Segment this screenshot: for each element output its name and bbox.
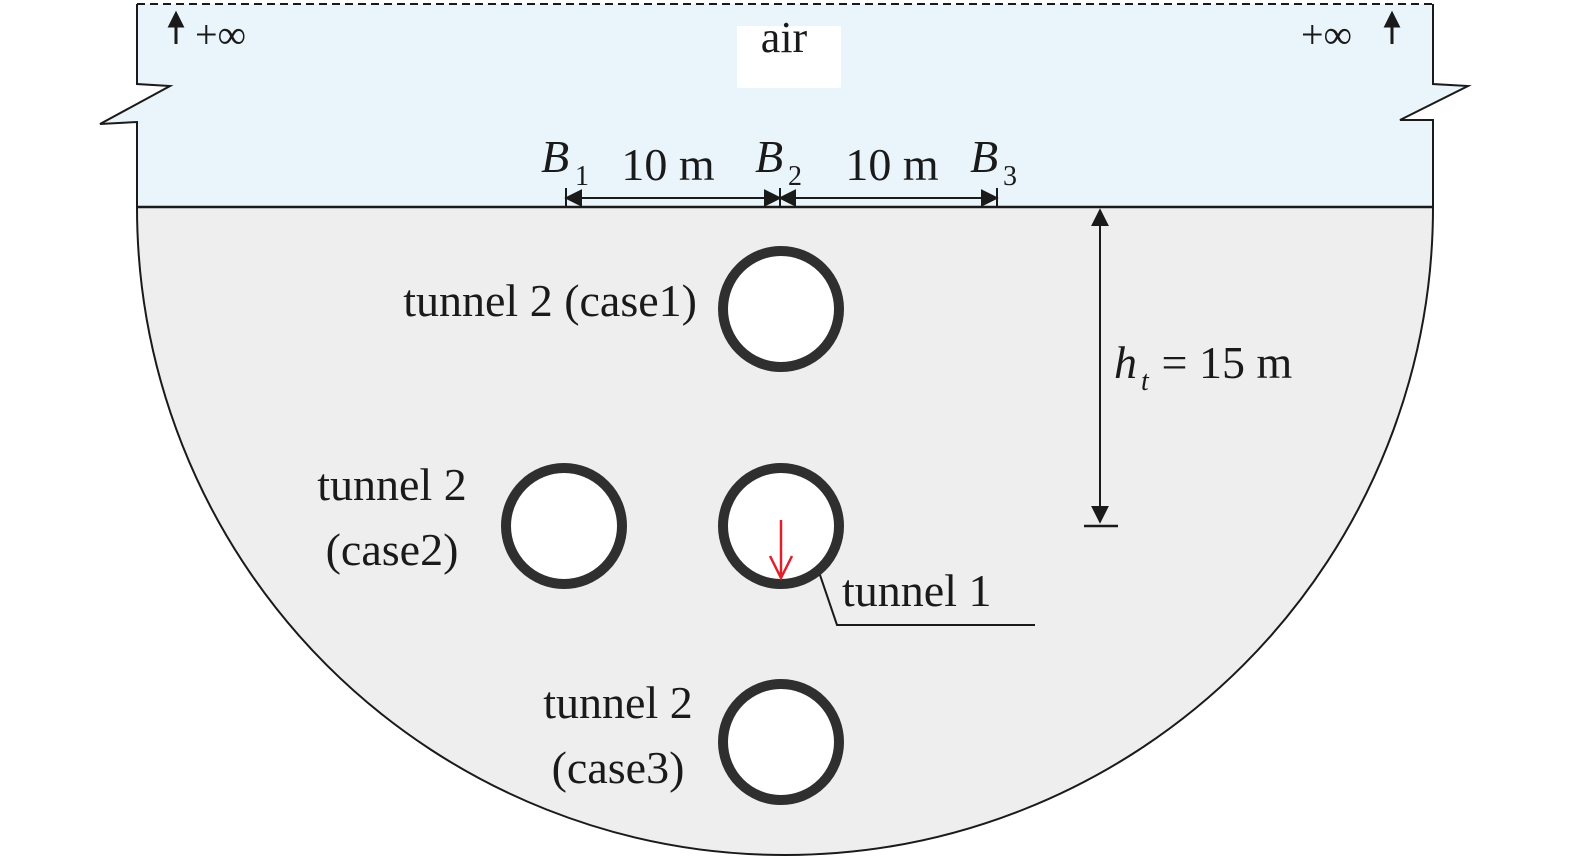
infinity-label-right: +∞: [1301, 12, 1352, 57]
tunnel-1-label: tunnel 1: [842, 565, 991, 616]
surface-point-b3: B 3: [970, 131, 1017, 192]
depth-value: = 15 m: [1150, 337, 1292, 388]
depth-symbol: h: [1114, 337, 1137, 388]
up-arrow-icon-left: [167, 10, 185, 44]
up-arrow-icon-right: [1383, 10, 1401, 44]
point-subscript: 1: [575, 161, 589, 192]
tunnel-2-case1-label: tunnel 2 (case1): [403, 275, 697, 326]
tunnel-2-case3-label-line2: (case3): [552, 742, 685, 793]
tunnel-2-case2-ring: [501, 463, 627, 589]
spacing-label-b2-b3: 10 m: [845, 139, 939, 190]
depth-label: h t = 15 m: [1114, 337, 1292, 397]
surface-point-b1: B 1: [541, 131, 589, 192]
air-right-break-boundary: [1399, 4, 1472, 207]
point-letter: B: [541, 131, 569, 182]
tunnel-2-case3-label-line1: tunnel 2: [543, 677, 692, 728]
air-label-box: [737, 26, 841, 88]
tunnel-2-case2-label-line2: (case2): [326, 524, 459, 575]
air-label: air: [761, 13, 808, 62]
excavation-arrow-icon: [768, 520, 794, 581]
point-letter: B: [755, 131, 783, 182]
point-subscript: 2: [788, 161, 802, 192]
air-left-break-boundary: [99, 4, 174, 207]
tunnel-2-case3-ring: [718, 679, 844, 805]
point-subscript: 3: [1003, 161, 1017, 192]
air-layer: [100, 4, 1468, 207]
surface-point-b2: B 2: [755, 131, 802, 192]
tunnel-2-case2-label-line1: tunnel 2: [317, 459, 466, 510]
point-letter: B: [970, 131, 998, 182]
spacing-label-b1-b2: 10 m: [621, 139, 715, 190]
tunnel-2-case1-ring: [718, 246, 844, 372]
infinity-label-left: +∞: [195, 12, 246, 57]
tunnel-1-leader-line: [819, 574, 1035, 626]
depth-subscript: t: [1141, 366, 1150, 397]
